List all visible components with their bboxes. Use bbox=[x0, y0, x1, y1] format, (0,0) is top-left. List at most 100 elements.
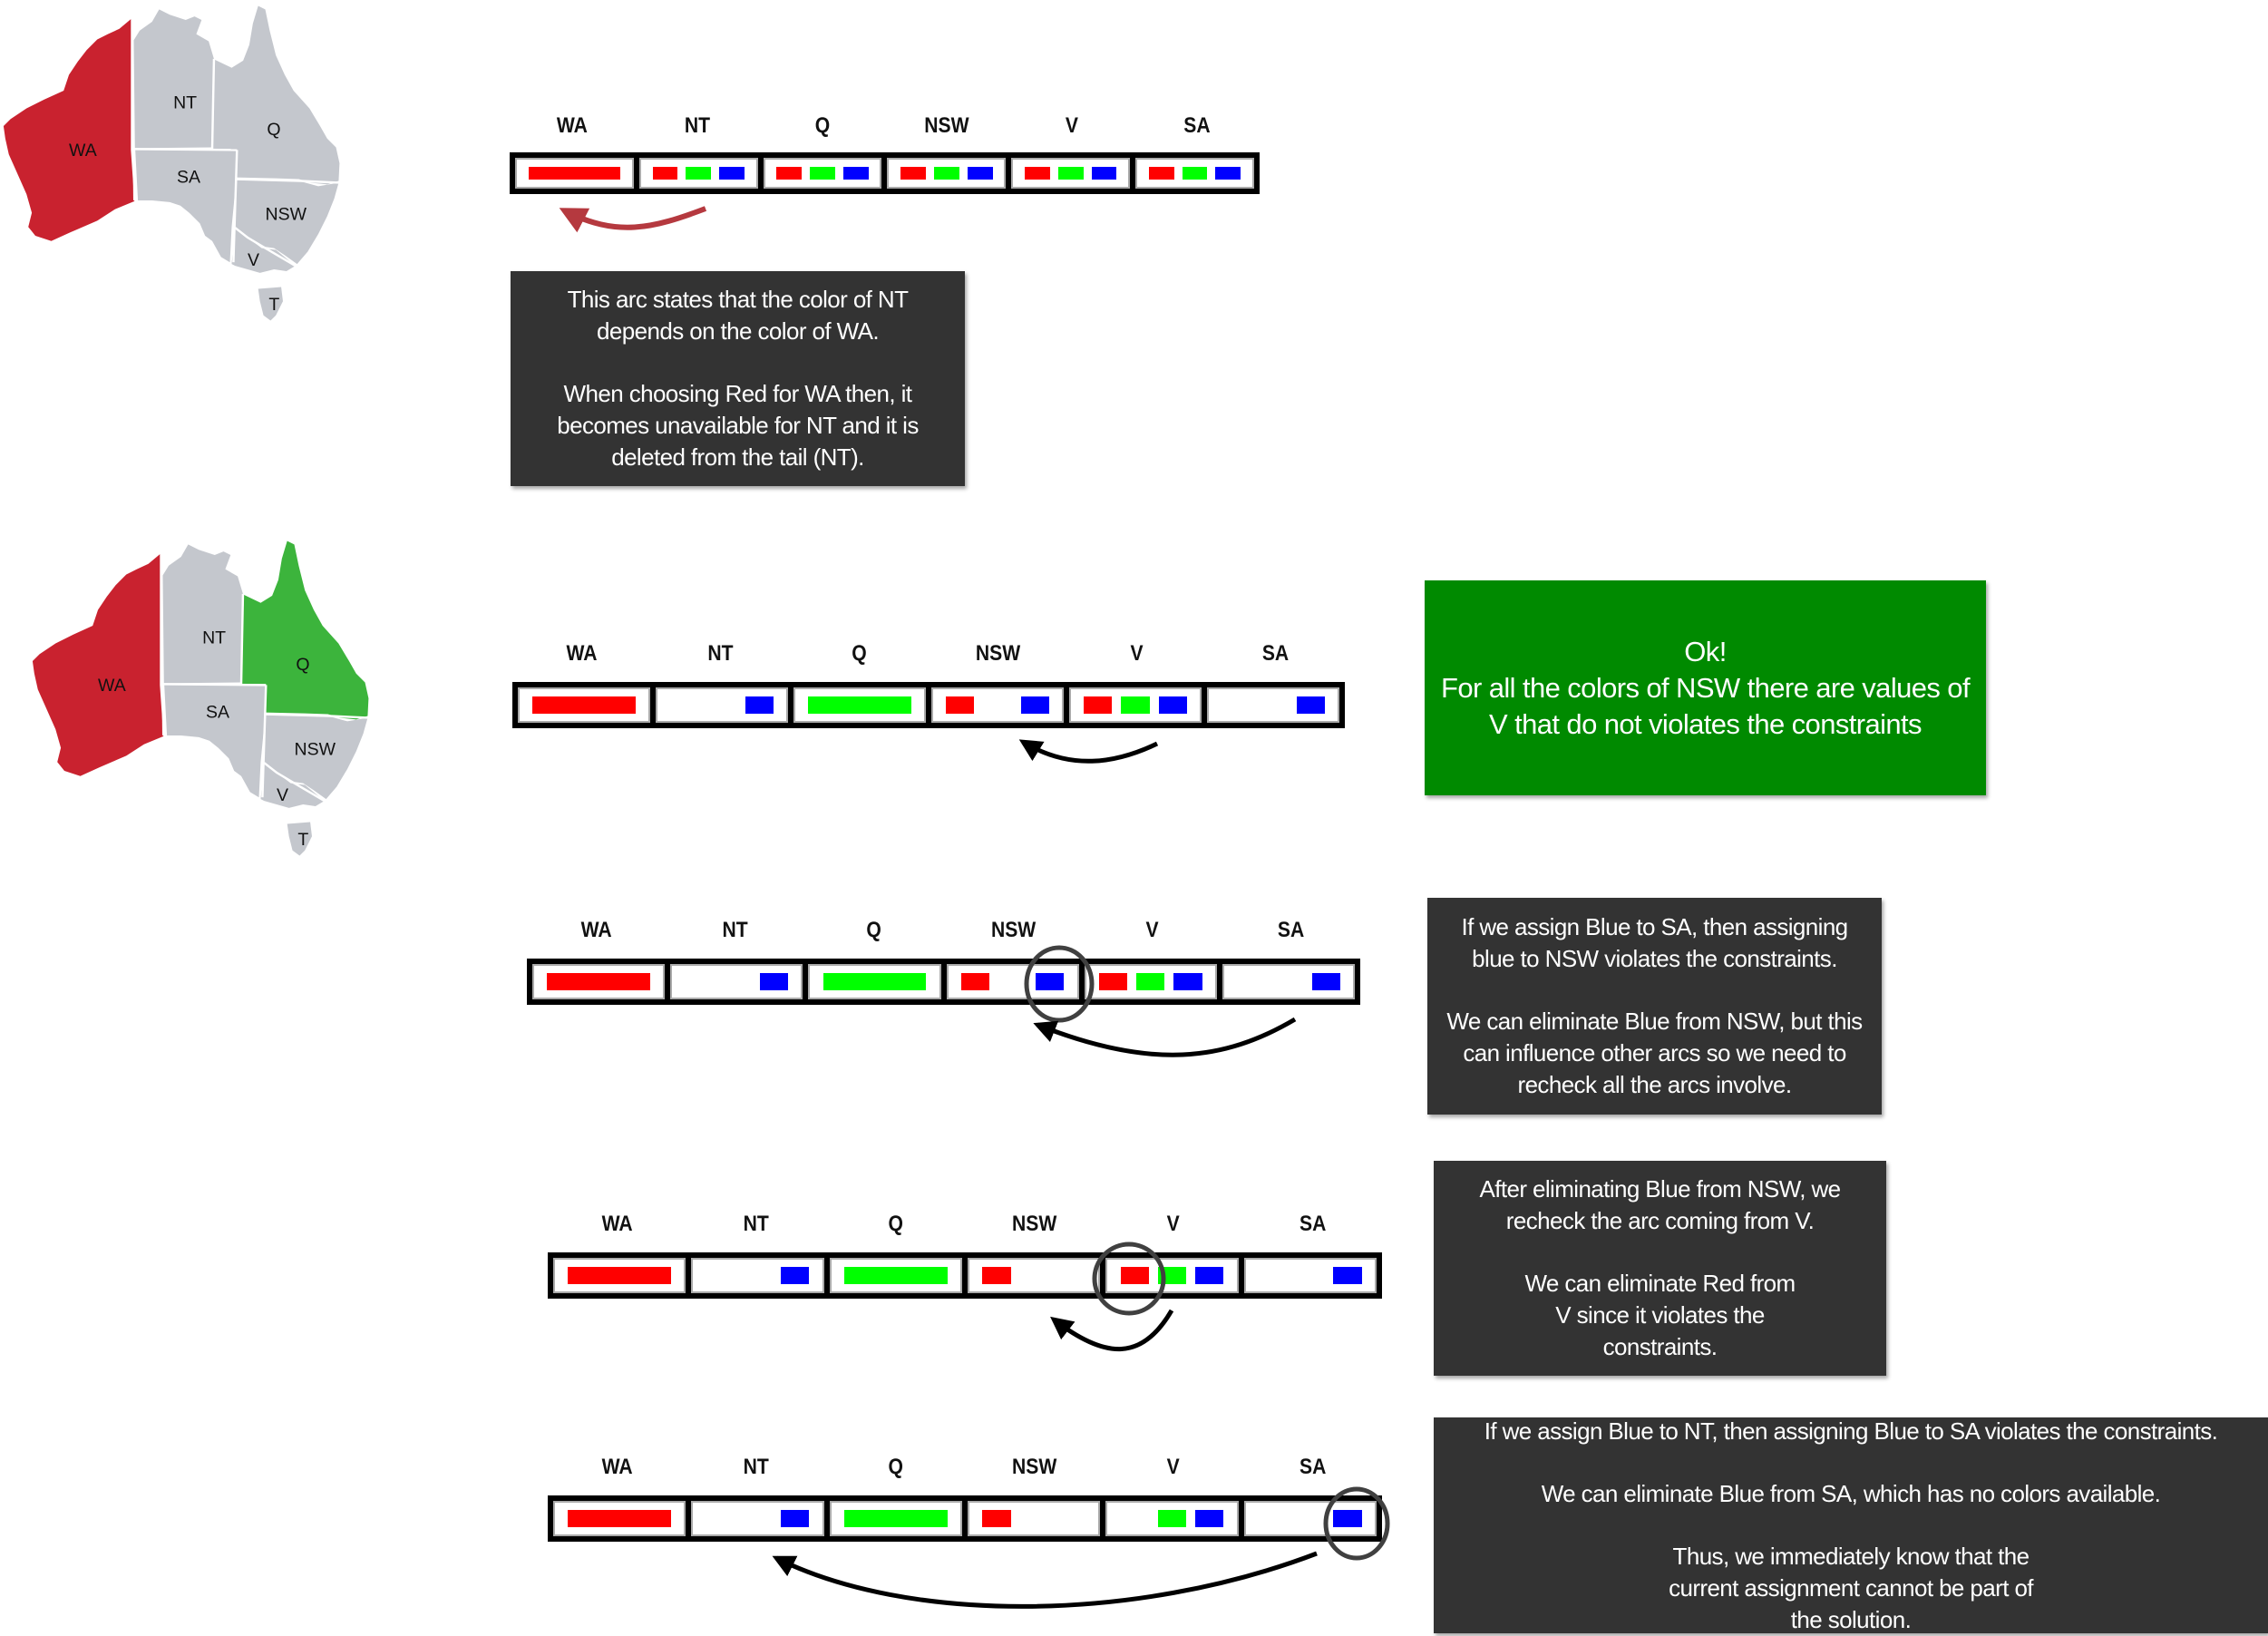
domain-value-green bbox=[1136, 973, 1165, 990]
domain-value-green bbox=[1182, 167, 1208, 180]
domain-bar bbox=[512, 682, 1345, 728]
explanation-note-1: This arc states that the color of NT dep… bbox=[511, 271, 965, 486]
domain-cell-NSW bbox=[967, 1258, 1101, 1293]
domain-value-red bbox=[1024, 167, 1050, 180]
explanation-note-3: If we assign Blue to SA, then assigning … bbox=[1427, 898, 1882, 1115]
domain-cell-SA bbox=[1135, 158, 1254, 189]
domain-cell-Q bbox=[793, 687, 926, 723]
variable-label-V: V bbox=[1166, 1455, 1181, 1479]
domain-value-blue bbox=[719, 167, 745, 180]
domain-cell-Q bbox=[829, 1501, 962, 1536]
region-Q bbox=[212, 5, 340, 185]
variable-label-NSW: NSW bbox=[975, 641, 1021, 666]
region-SA bbox=[135, 150, 237, 263]
domain-value-blue bbox=[1036, 973, 1065, 990]
domain-value-blue bbox=[1215, 167, 1241, 180]
region-V bbox=[231, 229, 296, 273]
domain-cell-Q bbox=[808, 964, 941, 999]
domain-cell-NSW bbox=[967, 1501, 1101, 1536]
variable-label-Q: Q bbox=[852, 641, 867, 666]
region-NT bbox=[161, 544, 243, 684]
variable-label-V: V bbox=[1145, 918, 1159, 942]
map-label-NSW: NSW bbox=[265, 204, 307, 224]
domain-cell-SA bbox=[1207, 687, 1339, 723]
domain-value-red bbox=[982, 1510, 1011, 1527]
domain-cell-NT bbox=[656, 687, 788, 723]
domain-value-blue bbox=[1311, 973, 1340, 990]
variable-label-V: V bbox=[1130, 641, 1144, 666]
variable-label-WA: WA bbox=[556, 113, 588, 138]
map-label-SA: SA bbox=[206, 702, 229, 722]
domain-value-green bbox=[1121, 696, 1150, 714]
variable-label-NSW: NSW bbox=[924, 113, 970, 138]
region-T bbox=[258, 287, 283, 321]
map-label-Q: Q bbox=[267, 120, 280, 140]
note-4-text-1: After eliminating Blue from NSW, we rech… bbox=[1479, 1175, 1841, 1234]
note-3-text-1: If we assign Blue to SA, then assigning … bbox=[1461, 913, 1848, 972]
domain-value-blue bbox=[781, 1510, 810, 1527]
variable-label-NSW: NSW bbox=[990, 918, 1036, 942]
map-label-NSW: NSW bbox=[294, 739, 336, 759]
arc-V-to-NSW-recheck bbox=[1050, 1309, 1174, 1351]
note-2-text-2: For all the colors of NSW there are valu… bbox=[1441, 671, 1971, 740]
domain-cell-NT bbox=[691, 1258, 824, 1293]
domain-value-blue bbox=[1195, 1267, 1224, 1284]
australia-map-2: WA NT Q SA NSW V T bbox=[29, 535, 383, 862]
domain-value-blue bbox=[1195, 1510, 1224, 1527]
domain-cell-WA bbox=[553, 1258, 686, 1293]
domain-value-red bbox=[900, 167, 927, 180]
domain-value-blue bbox=[781, 1267, 810, 1284]
domain-cell-V bbox=[1105, 1501, 1239, 1536]
domain-cell-V bbox=[1011, 158, 1131, 189]
map-label-V: V bbox=[277, 785, 288, 805]
variable-label-V: V bbox=[1166, 1212, 1181, 1236]
domain-value-green bbox=[810, 167, 835, 180]
domain-value-red bbox=[946, 696, 975, 714]
variable-label-V: V bbox=[1066, 113, 1079, 138]
domain-cell-WA bbox=[553, 1501, 686, 1536]
domain-value-blue bbox=[745, 696, 774, 714]
variable-label-WA: WA bbox=[580, 918, 612, 942]
domain-cell-NT bbox=[638, 158, 758, 189]
domain-value-blue bbox=[1020, 696, 1049, 714]
assigned-value-green bbox=[823, 973, 927, 990]
domain-value-green bbox=[686, 167, 712, 180]
variable-label-WA: WA bbox=[601, 1455, 633, 1479]
domain-value-green bbox=[1157, 1510, 1187, 1527]
note-1-text-1: This arc states that the color of NT dep… bbox=[567, 286, 909, 345]
domain-cell-SA bbox=[1243, 1258, 1377, 1293]
domain-bar bbox=[548, 1252, 1382, 1299]
variable-label-SA: SA bbox=[1299, 1212, 1326, 1236]
domain-cell-WA bbox=[518, 687, 650, 723]
domain-cell-V bbox=[1069, 687, 1202, 723]
region-T bbox=[287, 822, 312, 856]
variable-label-NT: NT bbox=[684, 113, 710, 138]
domain-value-green bbox=[1057, 167, 1084, 180]
variable-label-NSW: NSW bbox=[1012, 1455, 1057, 1479]
variable-label-NT: NT bbox=[707, 641, 734, 666]
map-label-SA: SA bbox=[177, 167, 200, 187]
arc-V-to-NSW bbox=[1018, 739, 1159, 764]
map-label-WA: WA bbox=[98, 676, 126, 696]
assigned-value-red bbox=[547, 973, 650, 990]
region-NT bbox=[132, 9, 214, 149]
note-5-text-2: We can eliminate Blue from SA, which has… bbox=[1541, 1479, 2161, 1507]
domain-value-blue bbox=[1333, 1510, 1362, 1527]
variable-label-NT: NT bbox=[743, 1212, 770, 1236]
domain-cell-Q bbox=[829, 1258, 962, 1293]
assigned-value-red bbox=[568, 1267, 672, 1284]
domain-cell-NT bbox=[670, 964, 803, 999]
map-label-NT: NT bbox=[173, 93, 197, 113]
note-2-text-1: Ok! bbox=[1684, 635, 1727, 667]
region-WA bbox=[32, 554, 164, 776]
domain-bar bbox=[527, 959, 1360, 1005]
variable-label-Q: Q bbox=[888, 1455, 903, 1479]
australia-map-1: WA NT Q SA NSW V T bbox=[0, 0, 354, 326]
